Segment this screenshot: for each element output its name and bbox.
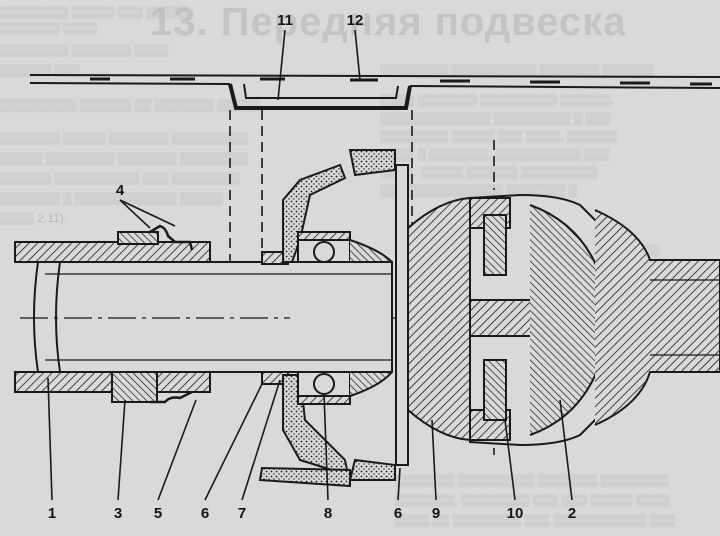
- callout-6-left: 6: [200, 505, 210, 522]
- shaft-nut: [111, 231, 159, 403]
- callout-4: 4: [115, 182, 125, 199]
- brake-shield: [407, 196, 471, 442]
- cv-joint: [469, 193, 720, 447]
- callout-2: 2: [567, 505, 577, 522]
- callout-9: 9: [431, 505, 441, 522]
- callout-10: 10: [506, 505, 524, 522]
- drive-shaft-tube: [14, 241, 300, 393]
- callout-3: 3: [113, 505, 123, 522]
- callout-8: 8: [323, 505, 333, 522]
- callout-11: 11: [277, 12, 293, 29]
- callout-1: 1: [47, 505, 57, 522]
- callout-7: 7: [237, 505, 247, 522]
- callout-12: 12: [346, 12, 364, 29]
- lock-clip: [149, 224, 194, 251]
- body-panel: [29, 74, 720, 110]
- leader-lines: [47, 29, 573, 501]
- callout-5: 5: [153, 505, 163, 522]
- callout-6-right: 6: [393, 505, 403, 522]
- lower-clip: [150, 390, 193, 404]
- background-heading: 13. Передняя подвеска: [150, 0, 627, 44]
